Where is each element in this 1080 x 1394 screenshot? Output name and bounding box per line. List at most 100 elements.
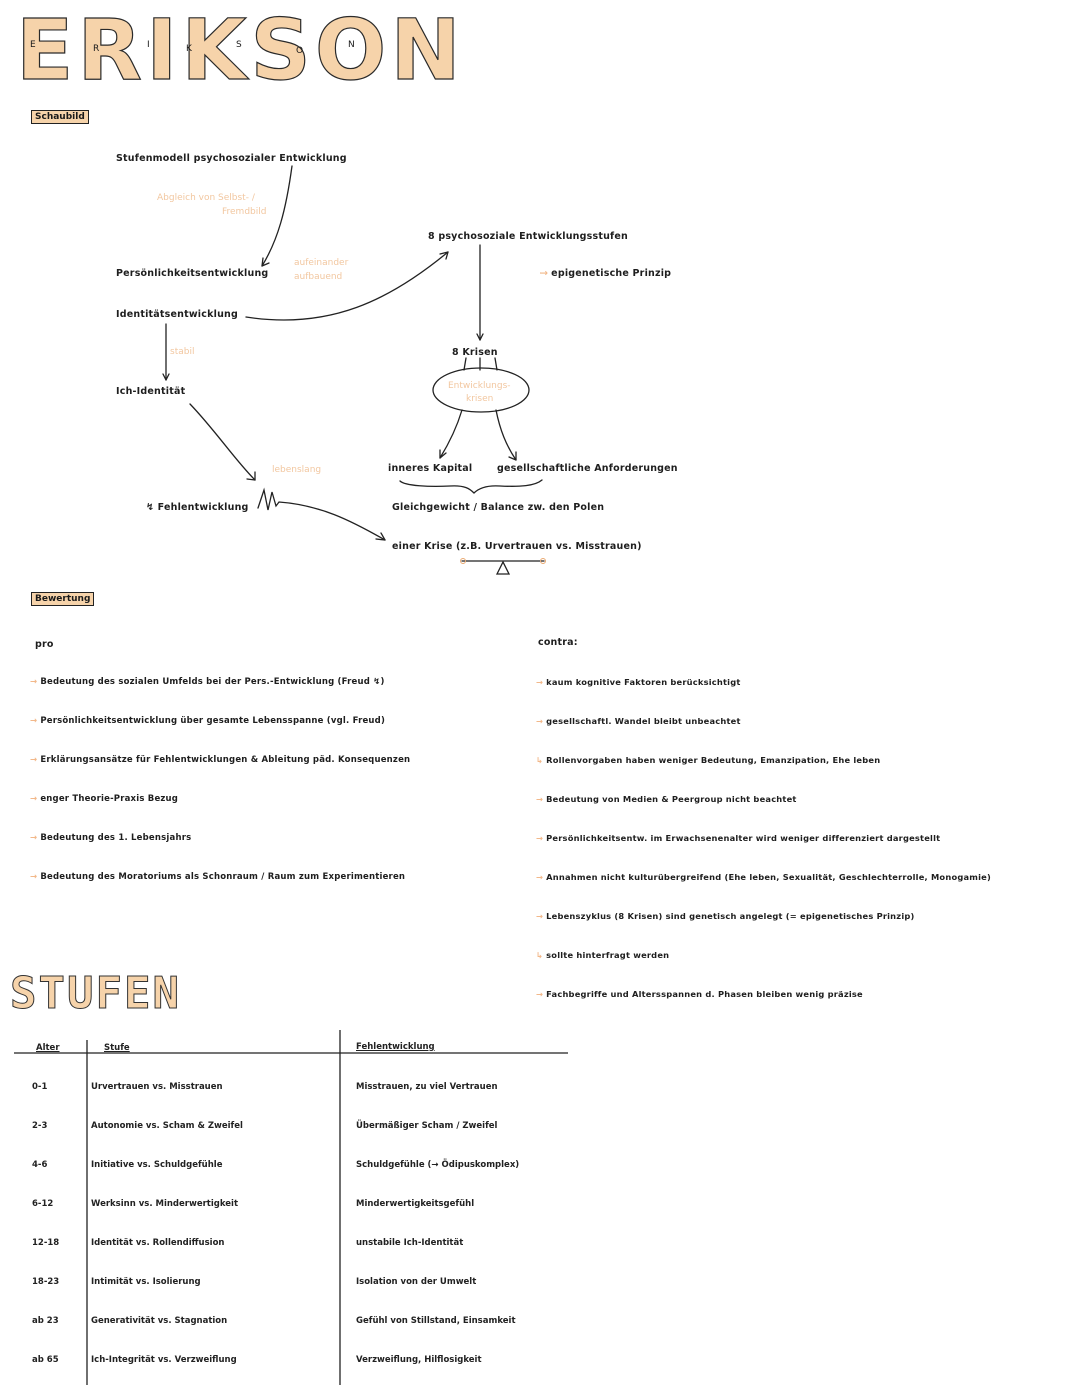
table-cell-stufe: Intimität vs. Isolierung — [91, 1277, 201, 1287]
arrow-icon: → — [30, 716, 38, 726]
arrow-icon: → — [536, 989, 544, 999]
contra-item-text: kaum kognitive Faktoren berücksichtigt — [546, 677, 741, 687]
note-lebenslang: lebenslang — [272, 465, 322, 475]
node-gleichgewicht: Gleichgewicht / Balance zw. den Polen — [392, 502, 605, 513]
note-aufeinander: aufeinander — [294, 258, 349, 268]
contra-item-text: Bedeutung von Medien & Peergroup nicht b… — [546, 794, 797, 804]
arrow-icon: → — [536, 794, 544, 804]
note-stabil: stabil — [170, 347, 195, 357]
contra-item-text: sollte hinterfragt werden — [546, 950, 670, 960]
ellipse-label-1: Entwicklungs- — [448, 381, 511, 391]
contra-item-text: gesellschaftl. Wandel bleibt unbeachtet — [546, 716, 741, 726]
arrow-icon: → — [30, 755, 38, 765]
schaubild-tag: Schaubild — [31, 110, 89, 124]
pro-item: →Erklärungsansätze für Fehlentwicklungen… — [30, 755, 410, 765]
node-identitaet: Identitätsentwicklung — [116, 309, 238, 320]
contra-item: →Bedeutung von Medien & Peergroup nicht … — [536, 794, 797, 804]
arrow-icon: → — [30, 833, 38, 843]
table-cell-stufe: Identität vs. Rollendiffusion — [91, 1238, 225, 1248]
title-letter: N — [348, 40, 355, 50]
title-letter: K — [186, 44, 192, 54]
note-abgleich: Abgleich von Selbst- / — [157, 193, 255, 203]
table-cell-fehl: Schuldgefühle (→ Ödipuskomplex) — [356, 1160, 520, 1170]
table-cell-fehl: unstabile Ich-Identität — [356, 1238, 464, 1248]
contra-item: ↳Rollenvorgaben haben weniger Bedeutung,… — [536, 755, 880, 765]
table-cell-stufe: Werksinn vs. Minderwertigkeit — [91, 1199, 239, 1209]
pro-label: pro — [35, 639, 54, 650]
arrow-icon: → — [536, 911, 544, 921]
title-letter: E — [30, 40, 36, 50]
table-cell-alter: 12-18 — [32, 1238, 60, 1248]
pro-item-text: Bedeutung des Moratoriums als Schonraum … — [40, 872, 406, 882]
table-cell-alter: 0-1 — [32, 1082, 48, 1092]
table-cell-alter: ab 65 — [32, 1355, 59, 1365]
pro-item: →Persönlichkeitsentwicklung über gesamte… — [30, 716, 385, 726]
pro-item-text: Bedeutung des 1. Lebensjahrs — [40, 833, 192, 843]
arrow-icon: → — [536, 677, 544, 687]
pro-item: →enger Theorie-Praxis Bezug — [30, 794, 178, 804]
table-cell-fehl: Misstrauen, zu viel Vertrauen — [356, 1082, 498, 1092]
header-alter: Alter — [36, 1043, 60, 1053]
header-stufe: Stufe — [104, 1043, 130, 1053]
contra-item: ↳sollte hinterfragt werden — [536, 950, 669, 960]
node-psychosoziale-stufen: 8 psychosoziale Entwicklungsstufen — [428, 231, 628, 242]
table-cell-stufe: Ich-Integrität vs. Verzweiflung — [91, 1355, 237, 1365]
contra-item-text: Persönlichkeitsentw. im Erwachsenenalter… — [546, 833, 941, 843]
arrow-icon: → — [536, 716, 544, 726]
table-cell-alter: 6-12 — [32, 1199, 54, 1209]
arrow-icon: → — [540, 268, 549, 279]
pro-item-text: Persönlichkeitsentwicklung über gesamte … — [40, 716, 386, 726]
pro-item: →Bedeutung des 1. Lebensjahrs — [30, 833, 191, 843]
table-cell-fehl: Übermäßiger Scham / Zweifel — [356, 1121, 498, 1131]
ellipse-label-2: krisen — [466, 394, 494, 404]
contra-item: →kaum kognitive Faktoren berücksichtigt — [536, 677, 741, 687]
arrow-icon: → — [30, 677, 38, 687]
node-fehlentwicklung: ↯ Fehlentwicklung — [146, 502, 249, 513]
contra-item: →Persönlichkeitsentw. im Erwachsenenalte… — [536, 833, 940, 843]
contra-label: contra: — [538, 637, 578, 648]
epigenetisch-label: epigenetische Prinzip — [551, 268, 672, 279]
contra-item-text: Rollenvorgaben haben weniger Bedeutung, … — [546, 755, 881, 765]
table-cell-alter: 4-6 — [32, 1160, 48, 1170]
contra-item: →gesellschaftl. Wandel bleibt unbeachtet — [536, 716, 741, 726]
node-gesellschaftliche: gesellschaftliche Anforderungen — [497, 463, 678, 474]
arrow-icon: → — [536, 872, 544, 882]
table-cell-fehl: Isolation von der Umwelt — [356, 1277, 477, 1287]
table-cell-stufe: Initiative vs. Schuldgefühle — [91, 1160, 223, 1170]
node-epigenetisch: →epigenetische Prinzip — [540, 268, 671, 279]
arrow-icon: ↳ — [536, 755, 544, 765]
table-cell-stufe: Autonomie vs. Scham & Zweifel — [91, 1121, 243, 1131]
note-aufbauend: aufbauend — [294, 272, 343, 282]
node-persoenlichkeit: Persönlichkeitsentwicklung — [116, 268, 269, 279]
contra-item-text: Annahmen nicht kulturübergreifend (Ehe l… — [546, 872, 991, 882]
table-cell-fehl: Gefühl von Stillstand, Einsamkeit — [356, 1316, 516, 1326]
arrow-icon: ↳ — [536, 950, 544, 960]
table-cell-fehl: Verzweiflung, Hilflosigkeit — [356, 1355, 482, 1365]
contra-item-text: Lebenszyklus (8 Krisen) sind genetisch a… — [546, 911, 915, 921]
page-title: ERIKSON — [15, 1, 465, 99]
pro-item: →Bedeutung des sozialen Umfelds bei der … — [30, 677, 385, 687]
contra-item-text: Fachbegriffe und Altersspannen d. Phasen… — [546, 989, 863, 999]
note-fremdbild: Fremdbild — [222, 207, 267, 217]
table-cell-fehl: Minderwertigkeitsgefühl — [356, 1199, 475, 1209]
arrow-icon: → — [30, 794, 38, 804]
node-stufenmodell: Stufenmodell psychosozialer Entwicklung — [116, 153, 347, 164]
pro-item-text: Erklärungsansätze für Fehlentwicklungen … — [40, 755, 411, 765]
contra-item: →Annahmen nicht kulturübergreifend (Ehe … — [536, 872, 991, 882]
bewertung-tag: Bewertung — [31, 592, 95, 606]
node-ich-identitaet: Ich-Identität — [116, 386, 186, 397]
stufen-title: STUFEN — [10, 968, 181, 1020]
arrow-icon: → — [536, 833, 544, 843]
title-letter: O — [296, 46, 304, 56]
contra-item: →Fachbegriffe und Altersspannen d. Phase… — [536, 989, 863, 999]
contra-item: →Lebenszyklus (8 Krisen) sind genetisch … — [536, 911, 915, 921]
node-inneres-kapital: inneres Kapital — [388, 463, 473, 474]
table-cell-stufe: Urvertrauen vs. Misstrauen — [91, 1082, 223, 1092]
table-cell-alter: 2-3 — [32, 1121, 48, 1131]
pro-item-text: Bedeutung des sozialen Umfelds bei der P… — [40, 677, 385, 687]
title-letter: S — [236, 40, 242, 50]
table-cell-stufe: Generativität vs. Stagnation — [91, 1316, 228, 1326]
node-krisen: 8 Krisen — [452, 347, 498, 358]
pro-item: →Bedeutung des Moratoriums als Schonraum… — [30, 872, 405, 882]
header-fehlentwicklung: Fehlentwicklung — [356, 1042, 435, 1052]
